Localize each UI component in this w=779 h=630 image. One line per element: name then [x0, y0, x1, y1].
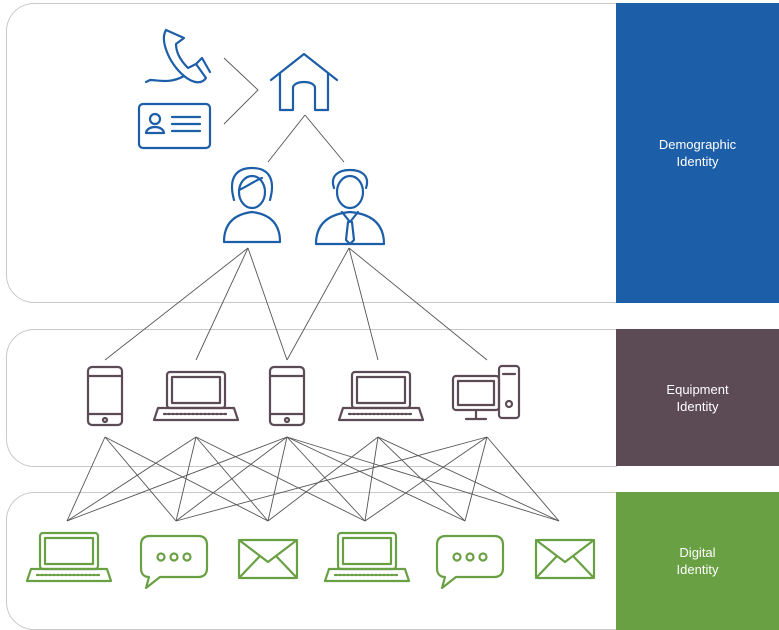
laptop-icon: [25, 531, 113, 583]
equipment-identity-label: Equipment Identity: [666, 381, 729, 414]
man-icon: [314, 168, 386, 246]
merge-chevron: [223, 57, 259, 125]
smartphone-icon: [268, 365, 306, 427]
house-icon: [269, 52, 339, 112]
smartphone-icon: [86, 365, 124, 427]
woman-icon: [222, 166, 282, 244]
digital-panel: [6, 492, 617, 630]
chat-bubble-icon: [435, 534, 505, 590]
telephone-icon: [144, 28, 212, 84]
envelope-icon: [534, 538, 596, 580]
laptop-icon: [152, 370, 240, 422]
digital-identity-label: Digital Identity: [676, 545, 719, 577]
laptop-icon: [323, 531, 411, 583]
id-card-icon: [137, 102, 212, 150]
demographic-identity-label-box: Demographic Identity: [616, 3, 779, 303]
desktop-computer-icon: [451, 364, 521, 421]
digital-identity-label-box: Digital Identity: [616, 492, 779, 630]
demographic-identity-label: Demographic Identity: [658, 137, 737, 169]
equipment-identity-label-box: Equipment Identity: [616, 329, 779, 466]
demographic-panel: [6, 3, 617, 303]
laptop-icon: [337, 370, 425, 422]
connection-lines: [66, 57, 560, 522]
equipment-panel: [6, 329, 617, 467]
chat-bubble-icon: [139, 534, 209, 590]
envelope-icon: [237, 538, 299, 580]
